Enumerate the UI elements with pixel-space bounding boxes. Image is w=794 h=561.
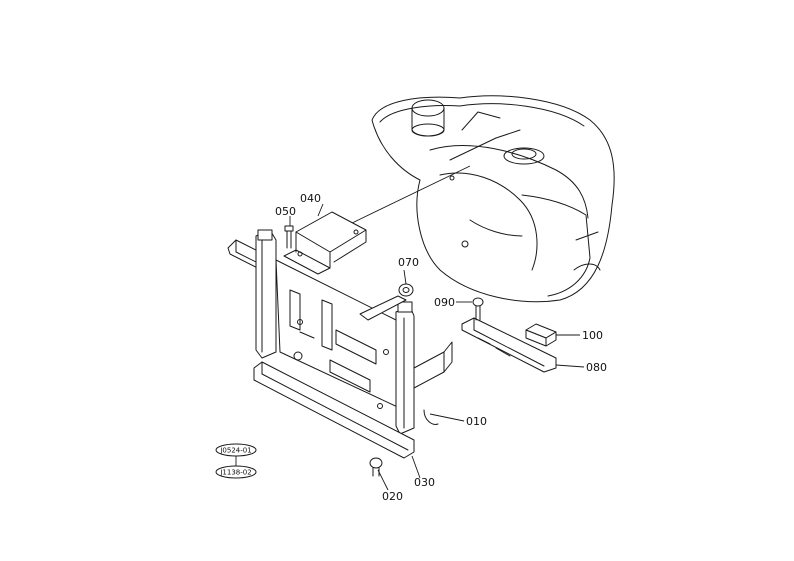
fuel-tank xyxy=(371,95,615,303)
leader-lines xyxy=(289,203,585,491)
bolt-050 xyxy=(284,225,294,249)
label-100: 100 xyxy=(582,329,603,342)
main-frame xyxy=(227,229,453,459)
label-040: 040 xyxy=(300,192,321,205)
bolt-020 xyxy=(369,457,383,477)
label-090: 090 xyxy=(434,296,455,309)
bolt-090 xyxy=(472,297,484,321)
ref-stamp-bottom xyxy=(215,465,257,479)
label-070: 070 xyxy=(398,256,419,269)
label-080: 080 xyxy=(586,361,607,374)
label-030: 030 xyxy=(414,476,435,489)
ref-code-bottom: J1138-02 xyxy=(219,469,251,477)
label-010: 010 xyxy=(466,415,487,428)
grommet-070 xyxy=(398,283,414,297)
bracket-040 xyxy=(283,211,367,275)
label-020: 020 xyxy=(382,490,403,503)
cushion-100 xyxy=(525,323,557,347)
reference-stamps: J0524-01 J1138-02 xyxy=(215,443,257,479)
label-050: 050 xyxy=(275,205,296,218)
ref-code-top: J0524-01 xyxy=(219,447,251,455)
plate-080 xyxy=(461,317,557,373)
assembly-line-040 xyxy=(349,165,471,225)
